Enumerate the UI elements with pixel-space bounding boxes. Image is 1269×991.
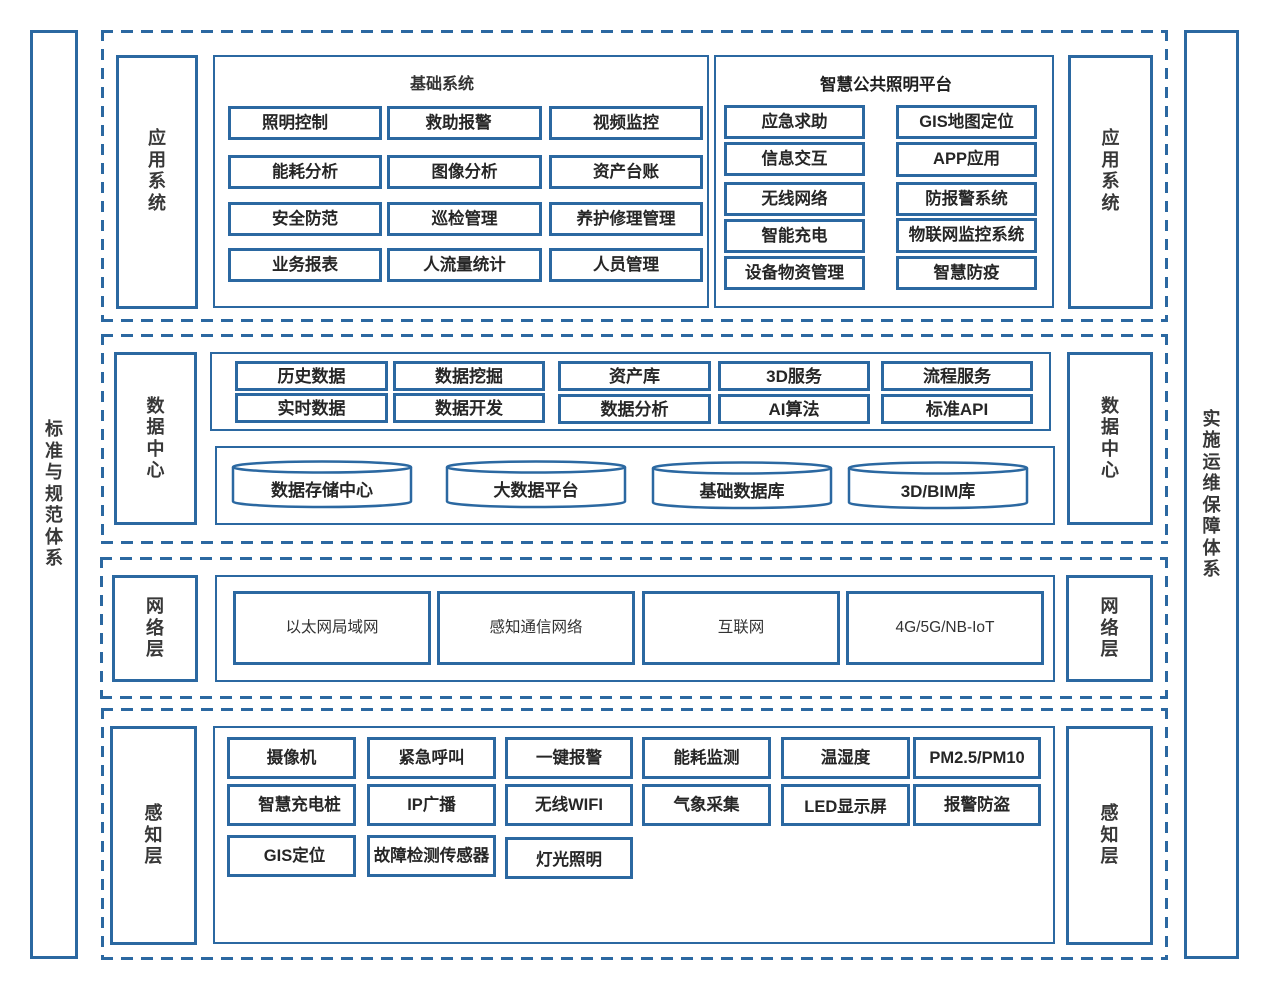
storage-database-label: 数据存储中心 (271, 480, 373, 500)
basic-system-item: 人流量统计 (387, 248, 542, 282)
data-service-item: 流程服务 (881, 361, 1033, 391)
application-label-left-text: 应用系统 (147, 128, 166, 213)
network-item: 4G/5G/NB-IoT (846, 591, 1044, 665)
database-cylinder-icon (445, 460, 627, 509)
platform-item: 物联网监控系统 (896, 218, 1037, 253)
sensor-item: 气象采集 (642, 784, 771, 826)
network-item: 互联网 (642, 591, 840, 665)
basic-system-item: 安全防范 (228, 202, 382, 236)
data-center-label-left: 数据中心 (114, 352, 197, 525)
lighting-platform-title: 智慧公共照明平台 (820, 76, 952, 94)
perception-label-right: 感知层 (1066, 726, 1153, 945)
basic-system-title: 基础系统 (410, 76, 475, 93)
storage-database-label: 基础数据库 (699, 481, 785, 501)
sensor-item: 无线WIFI (505, 784, 633, 826)
application-label-right: 应用系统 (1068, 55, 1153, 309)
data-service-item: 历史数据 (235, 361, 388, 391)
platform-item: 应急求助 (724, 105, 865, 139)
data-storage-panel (215, 446, 1055, 525)
data-service-item: 数据挖掘 (393, 361, 545, 391)
sensor-item: 紧急呼叫 (367, 737, 496, 779)
network-item: 以太网局域网 (233, 591, 431, 665)
perception-label-left: 感知层 (110, 726, 197, 945)
platform-item: 信息交互 (724, 142, 865, 176)
storage-database: 基础数据库 (651, 460, 833, 510)
storage-database: 大数据平台 (445, 459, 627, 509)
network-label-right-text: 网络层 (1100, 596, 1119, 660)
sensor-item: IP广播 (367, 784, 496, 826)
sensor-item: GIS定位 (227, 835, 356, 877)
basic-system-item: 救助报警 (387, 106, 542, 140)
basic-system-item: 巡检管理 (387, 202, 542, 236)
network-label-right: 网络层 (1066, 575, 1153, 682)
platform-item: 智慧防疫 (896, 256, 1037, 290)
perception-label-right-text: 感知层 (1100, 803, 1119, 867)
standards-pillar: 标准与规范体系 (30, 30, 78, 959)
basic-system-item: 资产台账 (549, 155, 703, 189)
perception-label-left-text: 感知层 (144, 803, 163, 867)
sensor-item: 报警防盗 (913, 784, 1041, 826)
data-service-item: 标准API (881, 394, 1033, 424)
storage-database: 3D/BIM库 (847, 460, 1029, 510)
data-center-label-right-text: 数据中心 (1100, 395, 1119, 481)
operations-pillar: 实施运维保障体系 (1184, 30, 1239, 959)
data-service-item: 3D服务 (718, 361, 870, 391)
data-service-item: 数据分析 (558, 394, 711, 424)
standards-pillar-label: 标准与规范体系 (44, 419, 63, 569)
basic-system-item: 能耗分析 (228, 155, 382, 189)
sensor-item: 故障检测传感器 (367, 835, 496, 877)
data-service-item: 数据开发 (393, 393, 545, 423)
network-label-left-text: 网络层 (145, 596, 164, 660)
data-center-label-left-text: 数据中心 (146, 395, 165, 481)
basic-system-item: 人员管理 (549, 248, 703, 282)
storage-database-label: 大数据平台 (493, 480, 579, 500)
sensor-item: PM2.5/PM10 (913, 737, 1041, 779)
data-service-item: 实时数据 (235, 393, 388, 423)
platform-item: APP应用 (896, 142, 1037, 177)
data-center-label-right: 数据中心 (1067, 352, 1153, 525)
database-cylinder-icon (847, 461, 1029, 510)
basic-system-item: 视频监控 (549, 106, 703, 140)
network-label-left: 网络层 (112, 575, 198, 682)
data-service-item: 资产库 (558, 361, 711, 391)
database-cylinder-icon (651, 461, 833, 510)
basic-system-item: 图像分析 (387, 155, 542, 189)
basic-system-item: 照明控制 (228, 106, 382, 140)
platform-item: GIS地图定位 (896, 105, 1037, 139)
application-label-right-text: 应用系统 (1101, 128, 1120, 213)
platform-item: 防报警系统 (896, 182, 1037, 216)
data-service-item: AI算法 (718, 394, 870, 424)
basic-system-item: 养护修理管理 (549, 202, 703, 236)
storage-database-label: 3D/BIM库 (900, 481, 976, 501)
sensor-item: 灯光照明 (505, 837, 633, 879)
sensor-item: 智慧充电桩 (227, 784, 356, 826)
sensor-item: 一键报警 (505, 737, 633, 779)
sensor-item: 摄像机 (227, 737, 356, 779)
database-cylinder-icon (231, 460, 413, 509)
sensor-item: 能耗监测 (642, 737, 771, 779)
sensor-item: LED显示屏 (781, 784, 910, 826)
operations-pillar-label: 实施运维保障体系 (1202, 408, 1221, 580)
platform-item: 设备物资管理 (724, 256, 865, 290)
basic-system-item: 业务报表 (228, 248, 382, 282)
platform-item: 智能充电 (724, 219, 865, 253)
storage-database: 数据存储中心 (231, 459, 413, 509)
network-item: 感知通信网络 (437, 591, 635, 665)
sensor-item: 温湿度 (781, 737, 910, 779)
application-label-left: 应用系统 (116, 55, 198, 309)
platform-item: 无线网络 (724, 182, 865, 216)
